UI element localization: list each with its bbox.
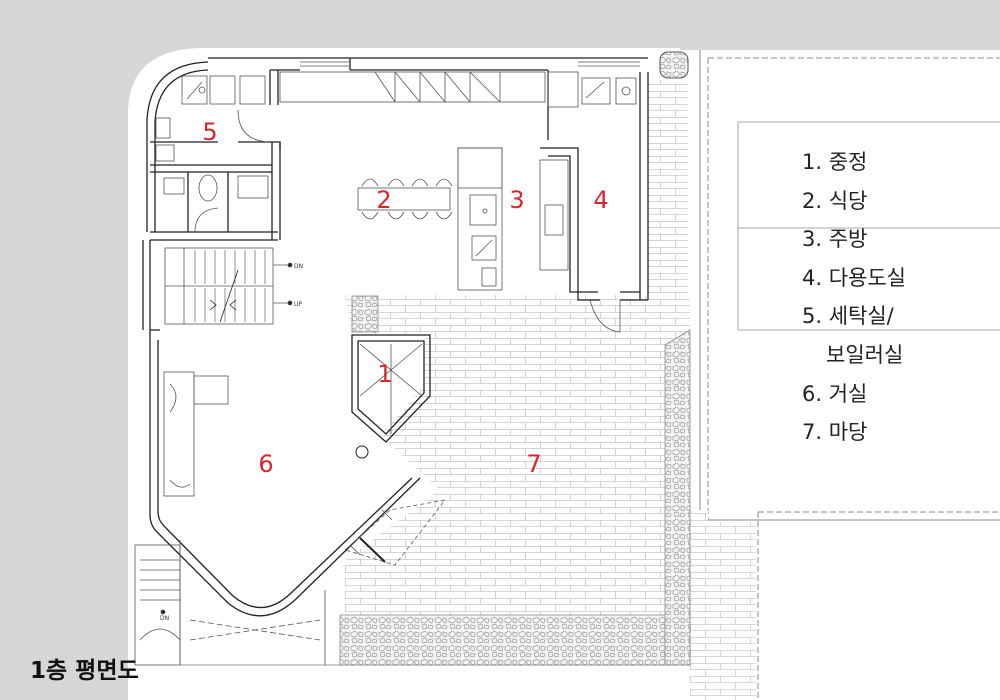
upper-cabinets <box>279 71 579 108</box>
legend-item: 5. 세탁실/ <box>802 304 894 329</box>
room-number-kitchen: 3 <box>509 186 524 214</box>
neighbor-brick-east <box>708 522 756 700</box>
utility-counter <box>539 77 637 333</box>
stone-border-south <box>339 614 691 666</box>
stair-down-label: DN <box>294 263 303 270</box>
sofa <box>163 371 229 497</box>
kitchen-island <box>457 147 503 291</box>
room-number-utility: 4 <box>593 186 608 214</box>
room-number-court: 1 <box>377 360 392 388</box>
courtyard-glass <box>359 343 423 434</box>
dining-table <box>357 178 453 220</box>
room-number-laundry: 5 <box>202 118 217 146</box>
north-glazing <box>300 61 640 67</box>
legend-item: 1. 중정 <box>802 150 868 174</box>
column <box>355 445 369 459</box>
plan-title: 1층 평면도 <box>30 658 139 684</box>
legend-item: 4. 다용도실 <box>802 265 906 290</box>
stone-border-court <box>351 295 379 333</box>
entry-door <box>344 499 446 566</box>
lower-stair-down-label: DN <box>160 615 169 622</box>
east-brick-strip <box>648 80 688 300</box>
legend-item: 2. 식당 <box>802 188 868 213</box>
legend-item-continued: 보일러실 <box>826 342 904 367</box>
stair-up-label: UP <box>294 301 302 308</box>
legend-item: 6. 거실 <box>802 381 868 406</box>
room-number-living: 6 <box>258 450 273 478</box>
room-legend: 1. 중정 2. 식당 3. 주방 4. 다용도실 5. 세탁실/ 보일러실 6… <box>802 147 906 456</box>
entry-brick-strip <box>690 510 708 700</box>
legend-item: 7. 마당 <box>802 420 868 445</box>
legend-frame <box>737 121 1000 331</box>
yard-paving <box>345 295 690 615</box>
room-number-yard: 7 <box>526 450 541 478</box>
stone-planter-ne <box>659 51 689 79</box>
stone-border-east <box>664 329 691 666</box>
lower-stair <box>134 540 326 666</box>
room-number-dining: 2 <box>376 186 391 214</box>
legend-item: 3. 주방 <box>802 227 868 252</box>
laundry-fixtures <box>181 75 269 143</box>
exterior-walls <box>142 57 649 617</box>
staircase <box>164 247 293 325</box>
bathroom-fixtures <box>155 117 269 233</box>
neighbor-boundaries <box>179 50 1000 700</box>
